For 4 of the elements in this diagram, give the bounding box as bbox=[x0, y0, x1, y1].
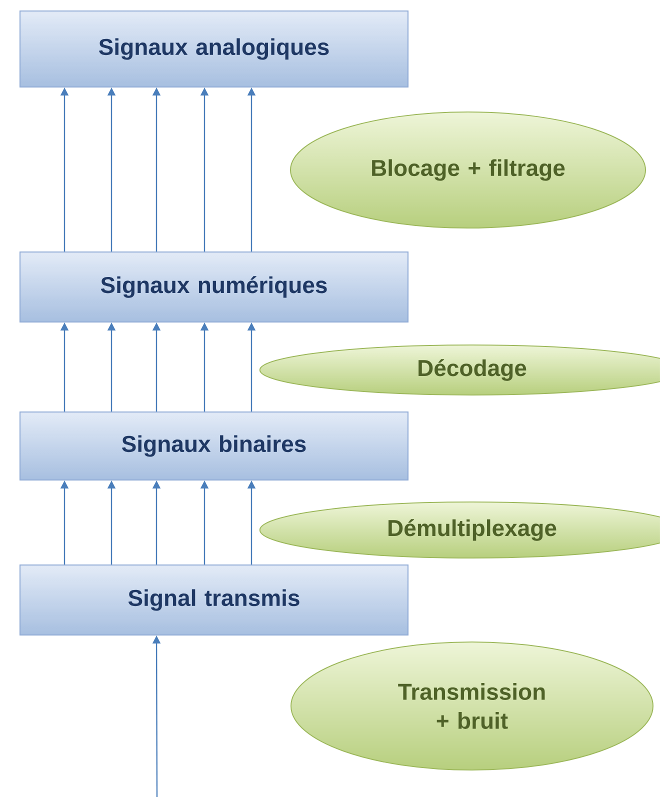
process-box: Signaux numériques bbox=[20, 252, 408, 322]
process-box: Signaux binaires bbox=[20, 412, 408, 480]
process-box: Signal transmis bbox=[20, 564, 408, 636]
process-box: Signaux analogiques bbox=[20, 10, 408, 88]
